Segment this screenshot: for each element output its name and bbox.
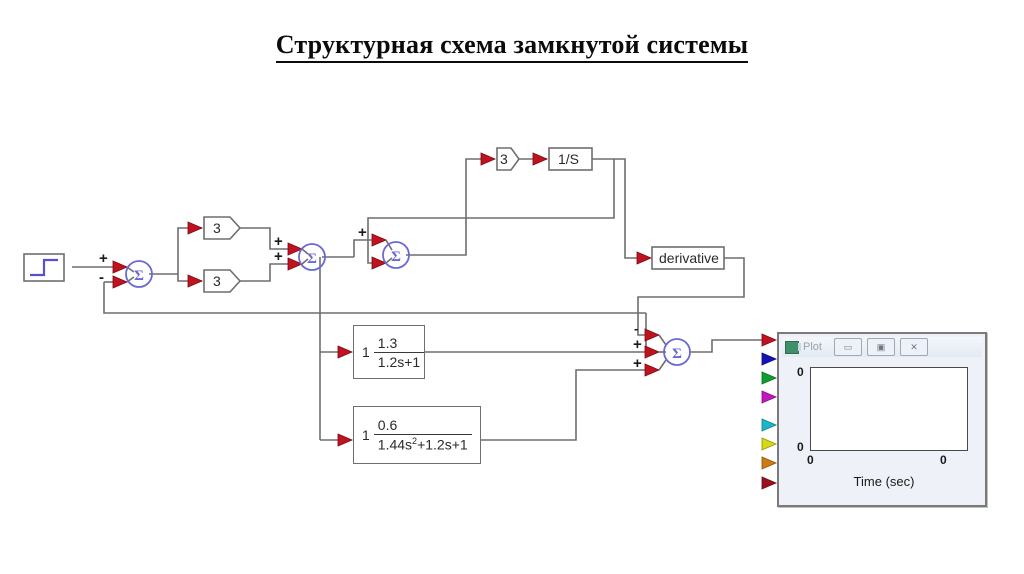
sum4-plus-sign-2: + <box>633 355 642 372</box>
plot-input-port-3[interactable] <box>761 371 778 385</box>
sum4-plus-sign-1: + <box>633 336 642 353</box>
close-button[interactable]: ✕ <box>899 338 928 356</box>
wire-sum3-to-gainc <box>406 158 481 256</box>
sum2-plus-sign-1: + <box>274 233 283 250</box>
sum-junction-2[interactable]: Σ <box>287 242 326 271</box>
plot-axes-box <box>810 367 968 451</box>
plot-window-buttons: ▭ ▣ ✕ <box>833 338 928 356</box>
derivative-block[interactable] <box>636 246 725 270</box>
tf2-input-port <box>337 433 354 447</box>
sum1-plus-sign: + <box>99 250 108 267</box>
gain-b-label: 3 <box>213 273 221 289</box>
tf2-numerator: 0.6 <box>373 417 472 436</box>
tf2-prefix: 1 <box>362 427 370 443</box>
tf2-den-pre: 1.44s <box>377 436 413 453</box>
integrator-block[interactable] <box>532 147 593 171</box>
wire-sum4-to-plot <box>690 339 762 353</box>
transfer-function-block-2[interactable]: 1 0.6 1.44s2+1.2s+1 <box>353 406 481 464</box>
gain-block-a[interactable] <box>187 216 242 240</box>
sum1-minus-sign: - <box>99 269 104 286</box>
sum-junction-1[interactable]: Σ <box>112 260 153 289</box>
integrator-label: 1/S <box>558 151 580 167</box>
plot-titlebar[interactable]: Plot ▭ ▣ ✕ <box>782 337 982 357</box>
plot-input-port-4[interactable] <box>761 390 778 404</box>
svg-text:Σ: Σ <box>307 251 317 267</box>
svg-text:Σ: Σ <box>134 268 144 284</box>
tf1-numerator: 1.3 <box>373 335 425 353</box>
wire-derivative-to-sum4 <box>637 257 745 336</box>
tf1-denominator: 1.2s+1 <box>377 353 421 370</box>
wire-split-to-tfs <box>320 351 338 441</box>
wire-tf2-to-sum4 <box>480 369 645 441</box>
y-axis-top-tick: 0 <box>797 365 804 379</box>
tf2-den-post: +1.2s+1 <box>417 436 468 453</box>
x-axis-label: Time (sec) <box>853 474 915 489</box>
tf1-input-port <box>337 345 354 359</box>
plot-input-port-6[interactable] <box>761 437 778 451</box>
wire-sum2-out <box>319 239 372 440</box>
plot-area: 0 0 0 0 Time (sec) <box>788 361 980 501</box>
svg-text:Σ: Σ <box>391 249 401 265</box>
tf2-den-exponent: 2 <box>412 436 418 447</box>
derivative-label: derivative <box>659 250 719 266</box>
gain-block-c[interactable] <box>480 147 520 171</box>
gain-a-label: 3 <box>213 220 221 236</box>
svg-text:Σ: Σ <box>672 346 682 362</box>
plot-input-port-7[interactable] <box>761 456 778 470</box>
gain-block-b[interactable] <box>187 269 242 293</box>
plot-window-title: Plot <box>803 341 822 353</box>
plot-input-port-8[interactable] <box>761 476 778 490</box>
wire-gainb-to-sum2 <box>240 263 288 282</box>
wire-gaina-to-sum2 <box>240 227 288 250</box>
maximize-button[interactable]: ▣ <box>866 338 895 356</box>
sum3-plus-sign: + <box>358 224 367 241</box>
x-axis-right-tick: 0 <box>940 453 947 467</box>
sum-junction-4[interactable]: Σ <box>644 328 691 377</box>
y-axis-bottom-tick: 0 <box>797 440 804 454</box>
plot-input-port-1[interactable] <box>761 333 778 347</box>
sum-junction-3[interactable]: Σ <box>371 233 410 270</box>
minimize-button[interactable]: ▭ <box>833 338 862 356</box>
gain-c-label: 3 <box>500 151 508 167</box>
wire-integrator-out <box>367 158 637 264</box>
plot-input-port-5[interactable] <box>761 418 778 432</box>
plot-window[interactable]: Plot ▭ ▣ ✕ 0 0 0 0 Time (sec) <box>777 332 987 507</box>
sum4-minus-sign: - <box>634 321 639 336</box>
page-title: Структурная схема замкнутой системы <box>0 30 1024 63</box>
page-title-text: Структурная схема замкнутой системы <box>275 30 749 63</box>
step-input-block[interactable] <box>23 253 65 282</box>
x-axis-left-tick: 0 <box>807 453 814 467</box>
tf1-prefix: 1 <box>362 344 370 360</box>
sum2-plus-sign-2: + <box>274 248 283 265</box>
plot-input-port-2[interactable] <box>761 352 778 366</box>
plot-icon <box>785 340 801 354</box>
transfer-function-block-1[interactable]: 1 1.3 1.2s+1 <box>353 325 425 379</box>
tf2-denominator: 1.44s2+1.2s+1 <box>374 435 472 453</box>
wire-sum1-to-gains <box>149 227 202 282</box>
